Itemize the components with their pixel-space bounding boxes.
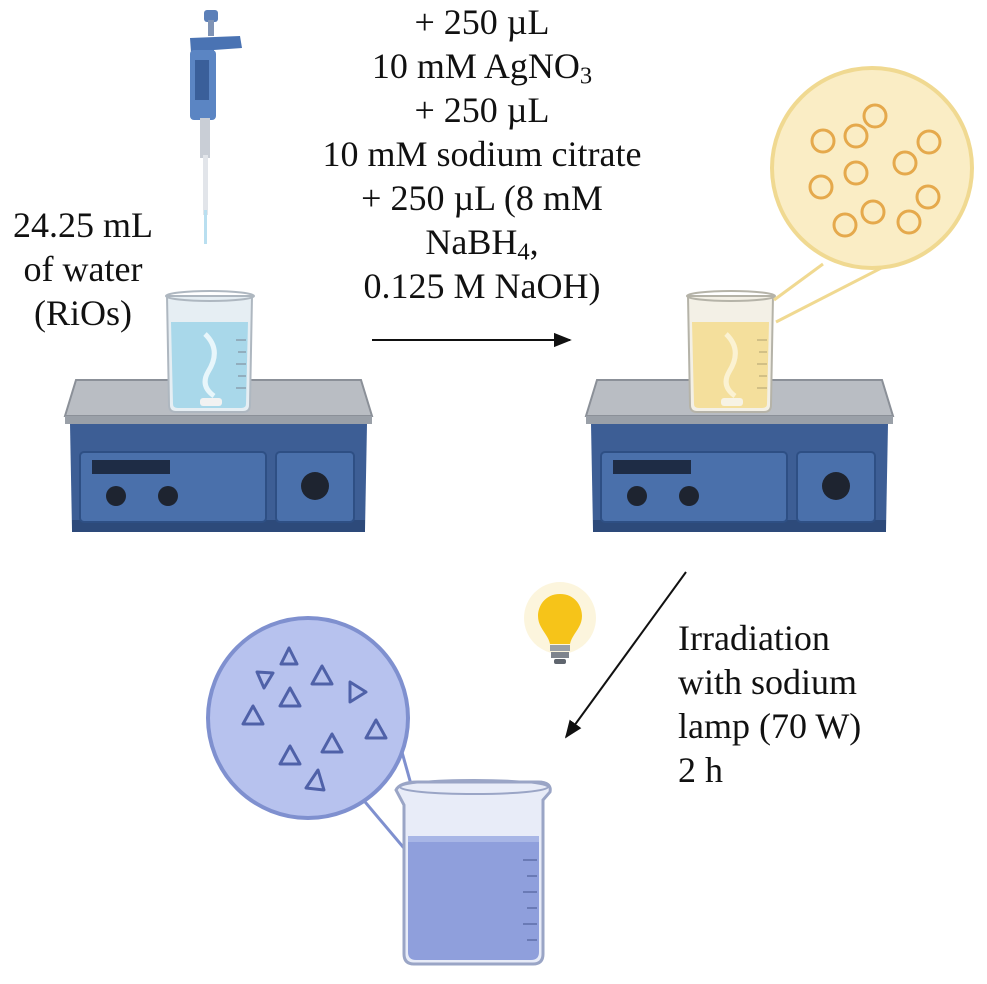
water-label-line-3: (RiOs)	[34, 293, 132, 333]
beaker-icon	[686, 290, 776, 413]
pipette-icon	[190, 10, 242, 244]
agno3-subscript: 3	[579, 62, 593, 90]
beaker-icon	[165, 290, 255, 413]
bulb-icon	[524, 582, 596, 664]
irradiation-line-4: 2 h	[678, 750, 723, 790]
triangle-nanoprism-icon	[206, 616, 416, 861]
irradiation-label: Irradiation with sodium lamp (70 W) 2 h	[678, 616, 978, 792]
reagent-line-7: 0.125 M NaOH)	[363, 266, 601, 306]
reagents-label: + 250 µL 10 mM AgNO3 + 250 µL 10 mM sodi…	[282, 0, 682, 308]
nabh4-comma: ,	[529, 222, 539, 262]
irradiation-line-3: lamp (70 W)	[678, 706, 862, 746]
reagent-line-1: + 250 µL	[414, 2, 550, 42]
reagent-line-4: 10 mM sodium citrate	[322, 134, 642, 174]
nabh4-text: NaBH	[425, 222, 518, 262]
irradiation-arrow	[564, 571, 687, 739]
beaker-icon	[394, 779, 552, 966]
water-label-line-1: 24.25 mL	[13, 205, 153, 245]
reagent-line-3: + 250 µL	[414, 90, 550, 130]
reagent-line-6: NaBH4,	[282, 220, 682, 264]
sphere-nanoparticle-icon	[770, 66, 974, 324]
agno3-text: 10 mM AgNO	[371, 46, 580, 86]
water-label-line-2: of water	[23, 249, 143, 289]
reagent-line-2: 10 mM AgNO3	[282, 44, 682, 88]
reagent-line-5: + 250 µL (8 mM	[361, 178, 603, 218]
irradiation-line-2: with sodium	[678, 662, 858, 702]
water-volume-label: 24.25 mL of water (RiOs)	[0, 203, 166, 335]
nabh4-subscript: 4	[517, 238, 530, 266]
irradiation-line-1: Irradiation	[678, 618, 830, 658]
